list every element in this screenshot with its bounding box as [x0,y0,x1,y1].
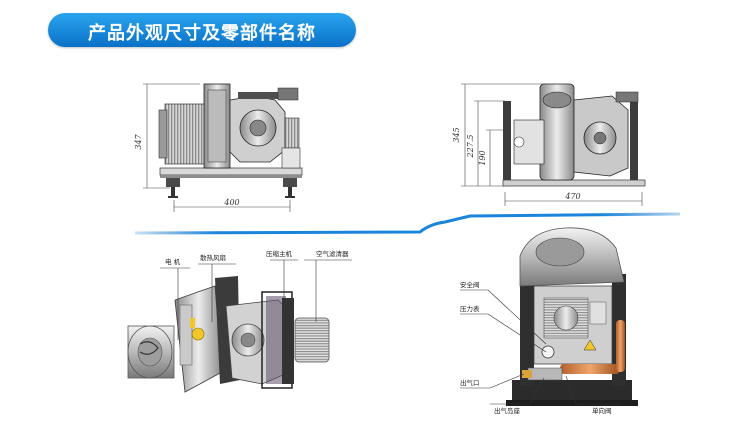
side-height-total-dimension: 345 [452,127,461,142]
front-view-drawing [143,83,303,212]
title-banner: 产品外观尺寸及零部件名称 [48,13,356,47]
label-outlet-seat: 出气岛座 [494,406,521,415]
label-check-valve: 单向阀 [592,406,612,415]
side-view-drawing [461,83,646,206]
label-motor: 电 机 [165,257,181,266]
label-cooling-fan: 散热风扇 [200,253,226,262]
side-width-dimension: 470 [564,192,580,201]
left-leader-lines [160,259,352,340]
label-air-outlet: 出气口 [460,378,480,387]
side-height-low-dimension: 190 [478,150,487,165]
side-dimension-lines [461,83,643,206]
label-safety-valve: 安全阀 [460,280,480,289]
front-height-dimension: 347 [134,133,143,149]
left-compressor-photo [127,259,352,393]
front-width-dimension: 400 [223,198,239,207]
front-dimension-lines [143,83,291,212]
label-pressure-gauge: 压力表 [460,304,480,313]
side-height-mid-dimension: 227.5 [466,135,475,159]
label-air-filter: 空气滤清器 [316,249,349,258]
right-leader-lines [460,289,620,405]
page-title: 产品外观尺寸及零部件名称 [88,23,316,44]
section-divider [134,212,681,235]
right-compressor-photo [460,227,638,406]
label-compressor-head: 压缩主机 [266,249,293,258]
